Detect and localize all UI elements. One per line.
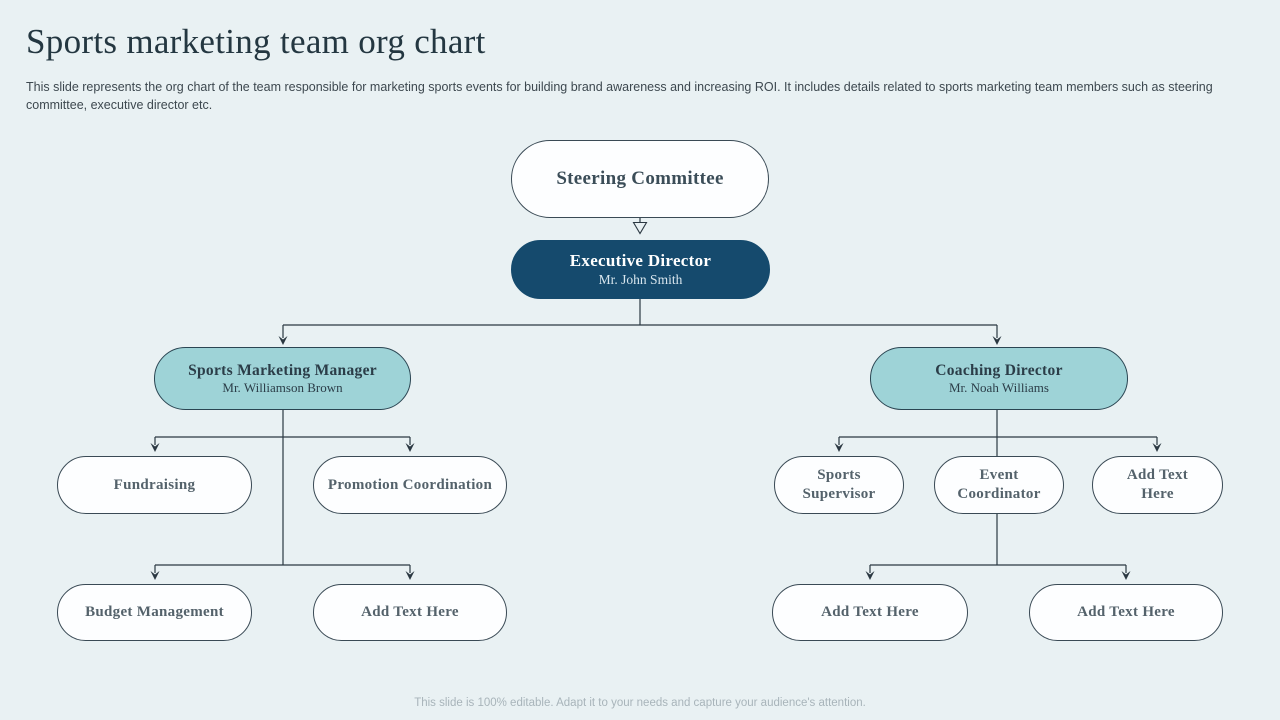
node-subtitle: Mr. Williamson Brown	[222, 380, 343, 396]
arrow-down-icon	[150, 443, 160, 452]
arrow-down-icon	[865, 571, 875, 580]
node-title: Executive Director	[569, 251, 712, 271]
node-title: Sports Supervisor	[802, 467, 876, 502]
node-title: Coaching Director	[935, 361, 1063, 379]
node-title: Fundraising	[113, 476, 196, 493]
node-title: Add Text Here	[361, 604, 459, 621]
arrow-down-icon	[278, 336, 288, 345]
footer-note: This slide is 100% editable. Adapt it to…	[414, 697, 866, 709]
node-title: Event Coordinator	[957, 467, 1041, 502]
org-node-executive-director[interactable]: Executive Director Mr. John Smith	[511, 240, 770, 299]
arrow-down-icon	[834, 443, 844, 452]
arrow-down-icon	[150, 571, 160, 580]
node-subtitle: Mr. John Smith	[598, 271, 683, 287]
org-node-coaching-director[interactable]: Coaching Director Mr. Noah Williams	[870, 347, 1128, 410]
slide-description: This slide represents the org chart of t…	[26, 80, 1213, 113]
org-node-promotion-coordination[interactable]: Promotion Coordination	[313, 456, 507, 514]
org-node-event-coordinator[interactable]: Event Coordinator	[934, 456, 1064, 514]
org-node-sports-marketing-manager[interactable]: Sports Marketing Manager Mr. Williamson …	[154, 347, 411, 410]
arrow-down-icon	[1121, 571, 1131, 580]
org-node-add-text-here-right-2[interactable]: Add Text Here	[1029, 584, 1223, 641]
node-title: Add Text Here	[1126, 467, 1189, 502]
org-node-steering-committee[interactable]: Steering Committee	[511, 140, 769, 218]
arrow-down-icon	[992, 336, 1002, 345]
org-node-add-text-here-left[interactable]: Add Text Here	[313, 584, 507, 641]
connector-executive-branch	[282, 299, 998, 338]
node-title: Sports Marketing Manager	[188, 361, 377, 379]
arrow-down-icon	[1152, 443, 1162, 452]
arrow-down-icon	[405, 443, 415, 452]
org-node-add-text-here-right-1[interactable]: Add Text Here	[772, 584, 968, 641]
node-title: Budget Management	[85, 604, 224, 621]
node-title: Steering Committee	[556, 168, 724, 190]
hollow-arrowhead-icon	[632, 221, 648, 235]
node-title: Add Text Here	[821, 604, 919, 621]
node-subtitle: Mr. Noah Williams	[949, 380, 1049, 396]
org-node-fundraising[interactable]: Fundraising	[57, 456, 252, 514]
node-title: Add Text Here	[1077, 604, 1175, 621]
node-title: Promotion Coordination	[327, 476, 493, 493]
org-node-sports-supervisor[interactable]: Sports Supervisor	[774, 456, 904, 514]
org-node-add-text-here-right-top[interactable]: Add Text Here	[1092, 456, 1223, 514]
arrow-down-icon	[405, 571, 415, 580]
org-node-budget-management[interactable]: Budget Management	[57, 584, 252, 641]
page-title: Sports marketing team org chart	[26, 22, 486, 61]
